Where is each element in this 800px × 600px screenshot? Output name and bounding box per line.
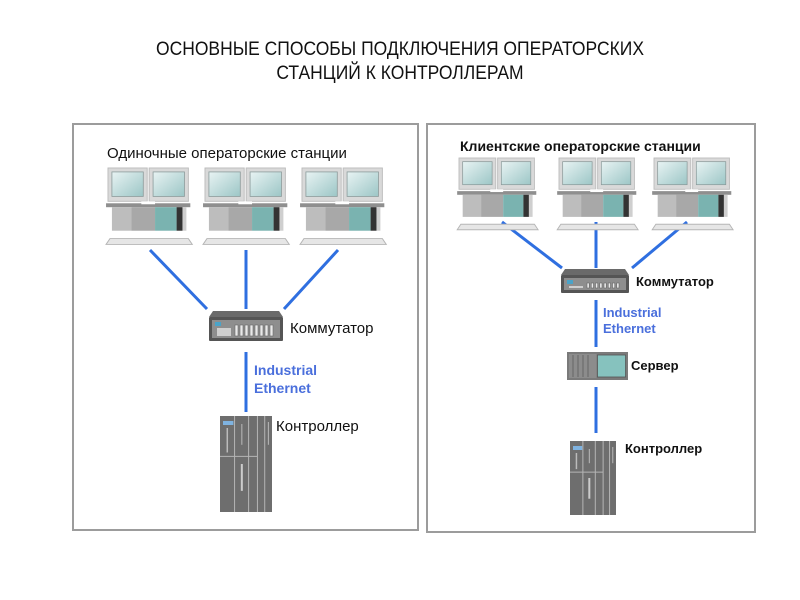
right-controller-label: Контроллер — [625, 441, 703, 456]
left-links — [148, 248, 340, 412]
station-3-icon — [299, 167, 388, 245]
right-switch-label: Коммутатор — [636, 274, 714, 289]
page-title: ОСНОВНЫЕ СПОСОБЫ ПОДКЛЮЧЕНИЯ ОПЕРАТОРСКИ… — [32, 38, 768, 86]
client-station-2-icon — [556, 157, 639, 231]
controller-icon — [220, 416, 272, 512]
link-station1-switch — [148, 248, 209, 311]
client-station-1-icon — [456, 157, 539, 231]
right-panel-header: Клиентские операторские станции — [460, 138, 701, 154]
left-controller-label: Контроллер — [276, 418, 359, 435]
left-switch-label: Коммутатор — [290, 320, 374, 337]
station-1-icon — [105, 167, 194, 245]
switch-icon — [209, 311, 283, 341]
left-ethernet-label: Industrial Ethernet — [254, 361, 317, 397]
title-line-2: СТАНЦИЙ К КОНТРОЛЛЕРАМ — [276, 63, 524, 84]
title-line-1: ОСНОВНЫЕ СПОСОБЫ ПОДКЛЮЧЕНИЯ ОПЕРАТОРСКИ… — [155, 39, 645, 60]
left-panel-header: Одиночные операторские станции — [107, 145, 347, 162]
right-ethernet-line2: Ethernet — [603, 321, 656, 336]
link-station3-switch — [282, 248, 340, 311]
left-ethernet-line2: Ethernet — [254, 380, 311, 396]
server-icon — [567, 352, 628, 380]
left-ethernet-line1: Industrial — [254, 362, 318, 378]
right-controller-icon — [570, 441, 616, 515]
right-ethernet-line1: Industrial — [603, 305, 662, 320]
right-server-label: Сервер — [631, 358, 679, 373]
right-switch-icon — [561, 269, 629, 293]
station-2-icon — [202, 167, 291, 245]
client-station-3-icon — [651, 157, 734, 231]
right-ethernet-label: Industrial Ethernet — [603, 305, 662, 337]
